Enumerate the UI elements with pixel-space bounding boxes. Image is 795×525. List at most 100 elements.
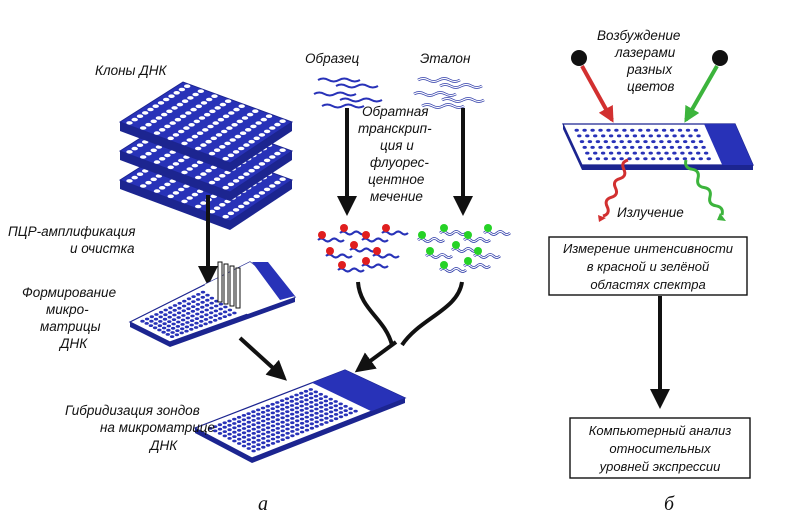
array-spot (619, 140, 624, 144)
array-spot (304, 402, 309, 406)
print-pin (223, 263, 229, 305)
label-measure-3: областях спектра (590, 277, 705, 292)
array-spot (577, 134, 582, 138)
plate-well (192, 92, 199, 97)
red-fluor-dot (362, 231, 370, 239)
plate-well (167, 194, 174, 199)
plate-well (211, 94, 218, 98)
array-spot (640, 151, 645, 155)
red-laser-source-icon (571, 50, 587, 66)
array-spot (279, 399, 285, 402)
plate-well (191, 192, 199, 197)
array-spot (204, 303, 210, 307)
array-spot (176, 316, 181, 319)
array-spot (227, 308, 233, 312)
array-spot (180, 318, 186, 322)
array-spot (212, 425, 218, 428)
array-spot (348, 407, 353, 411)
array-spot (241, 444, 247, 448)
array-spot (270, 433, 276, 436)
array-spot (690, 157, 696, 161)
print-pin (217, 261, 223, 303)
array-spot (299, 426, 305, 429)
array-spot (261, 428, 266, 432)
green-fluor-dot (474, 247, 482, 255)
array-spot (246, 425, 251, 428)
label-rt-4: флуорес- (370, 155, 429, 170)
plate-well (263, 158, 271, 163)
array-spot (285, 418, 290, 422)
array-spot (585, 151, 590, 155)
green-laser-beam (684, 65, 719, 123)
array-spot (158, 320, 163, 323)
plate-well (126, 121, 133, 125)
array-spot (157, 328, 162, 332)
plate-well (210, 136, 217, 141)
array-spot (149, 315, 154, 319)
array-spot (285, 427, 290, 431)
array-spot (270, 411, 275, 415)
array-spot (338, 415, 344, 419)
array-spot (172, 308, 177, 312)
array-spot (261, 441, 266, 445)
array-spot (323, 395, 328, 399)
array-spot (651, 140, 656, 144)
array-spot (214, 304, 219, 308)
slide-label-tab (252, 262, 295, 300)
array-spot (280, 429, 285, 433)
plate-well (198, 116, 206, 120)
print-pin (235, 267, 241, 309)
red-labeled-cdna (317, 224, 409, 273)
plate-well (246, 112, 254, 117)
array-spot (285, 410, 290, 413)
plate-well (200, 201, 207, 205)
array-spot (241, 422, 247, 426)
array-spot (313, 394, 319, 398)
array-spot (304, 411, 309, 415)
array-spot (280, 412, 285, 415)
plate-well (269, 184, 276, 188)
array-spot (595, 140, 601, 144)
red-fluor-dot (338, 261, 346, 269)
red-fluor-dot (373, 247, 381, 255)
array-spot (275, 409, 280, 413)
array-spot (232, 311, 237, 315)
plate-well (250, 124, 257, 129)
array-spot (246, 416, 251, 420)
array-spot (632, 134, 638, 138)
array-spot (213, 314, 218, 317)
array-spot (328, 406, 334, 409)
array-spot (153, 322, 158, 325)
array-spot (603, 140, 608, 144)
array-spot (275, 401, 280, 404)
plate-well (234, 134, 242, 139)
array-spot (246, 412, 251, 415)
plate-well (171, 106, 178, 110)
array-spot (308, 388, 313, 391)
array-spot (593, 134, 598, 138)
array-spot (171, 318, 177, 321)
array-spot (309, 405, 314, 408)
plate-well (195, 175, 202, 180)
array-spot (176, 320, 181, 324)
plate-well (155, 145, 163, 149)
plate-well (204, 112, 211, 117)
array-spot (324, 421, 329, 424)
array-spot (275, 418, 280, 422)
array-spot (630, 145, 635, 149)
array-spot (304, 428, 310, 432)
array-spot (191, 300, 196, 303)
plate-well (200, 172, 207, 176)
array-spot (648, 134, 653, 138)
array-spot (200, 295, 205, 299)
array-spot (280, 420, 285, 424)
array-spot (685, 145, 690, 149)
array-spot (251, 414, 256, 418)
array-spot (304, 420, 310, 423)
plate-well (131, 117, 138, 122)
plate-well (213, 206, 221, 210)
array-spot (669, 128, 675, 132)
plate-well (252, 109, 259, 113)
array-spot (574, 128, 579, 132)
array-spot (181, 304, 187, 308)
